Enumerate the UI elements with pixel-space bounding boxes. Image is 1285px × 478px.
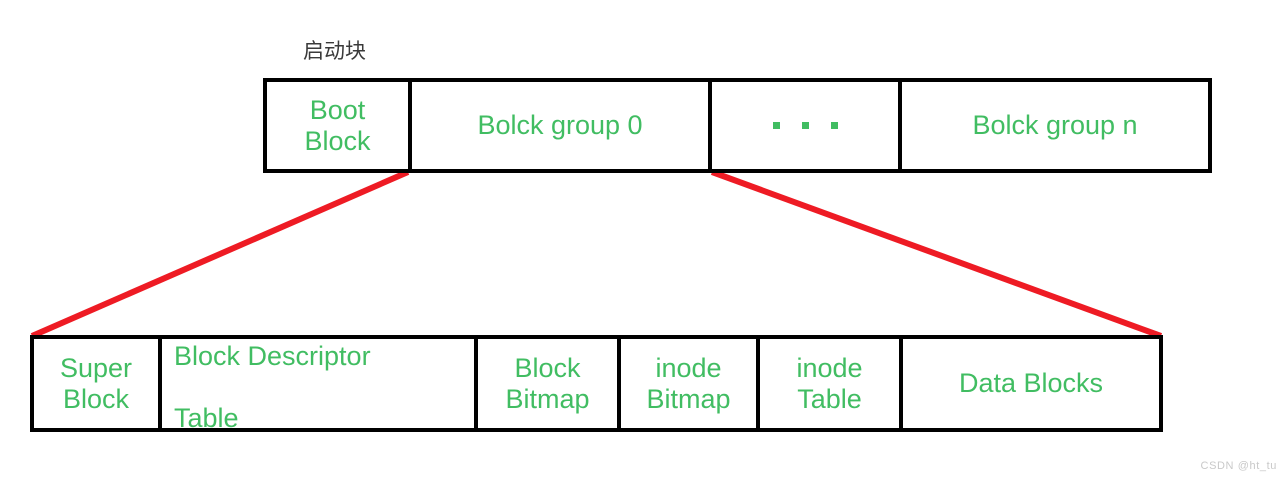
right-expansion-line <box>710 169 1163 339</box>
filesystem-layout-row: Boot Block Bolck group 0 Bolck group n <box>263 78 1212 173</box>
boot-block-annotation: 启动块 <box>303 39 366 63</box>
left-expansion-line <box>30 169 410 339</box>
cell-inode-bitmap: inode Bitmap <box>617 339 756 428</box>
ellipsis-dot-2 <box>801 122 809 129</box>
cell-data-blocks: Data Blocks <box>899 339 1159 428</box>
cell-inode-table: inode Table <box>756 339 899 428</box>
cell-block-group-0: Bolck group 0 <box>408 82 708 169</box>
cell-block-group-n: Bolck group n <box>898 82 1208 169</box>
cell-block-group-ellipsis <box>708 82 898 169</box>
block-descriptor-table-line-1: Block Descriptor <box>174 340 371 371</box>
block-descriptor-table-text: Block Descriptor Table <box>174 339 371 428</box>
ellipsis-dot-1 <box>772 122 780 129</box>
cell-block-bitmap: Block Bitmap <box>474 339 617 428</box>
watermark: CSDN @ht_tu <box>1200 460 1277 472</box>
block-group-layout-row: Super Block Block Descriptor Table Block… <box>30 335 1163 432</box>
cell-boot-block: Boot Block <box>267 82 408 169</box>
block-descriptor-table-line-2: Table <box>174 403 239 428</box>
ellipsis-dot-3 <box>830 122 838 129</box>
ellipsis-icon <box>762 122 849 129</box>
cell-block-descriptor-table: Block Descriptor Table <box>158 339 474 428</box>
cell-super-block: Super Block <box>34 339 158 428</box>
